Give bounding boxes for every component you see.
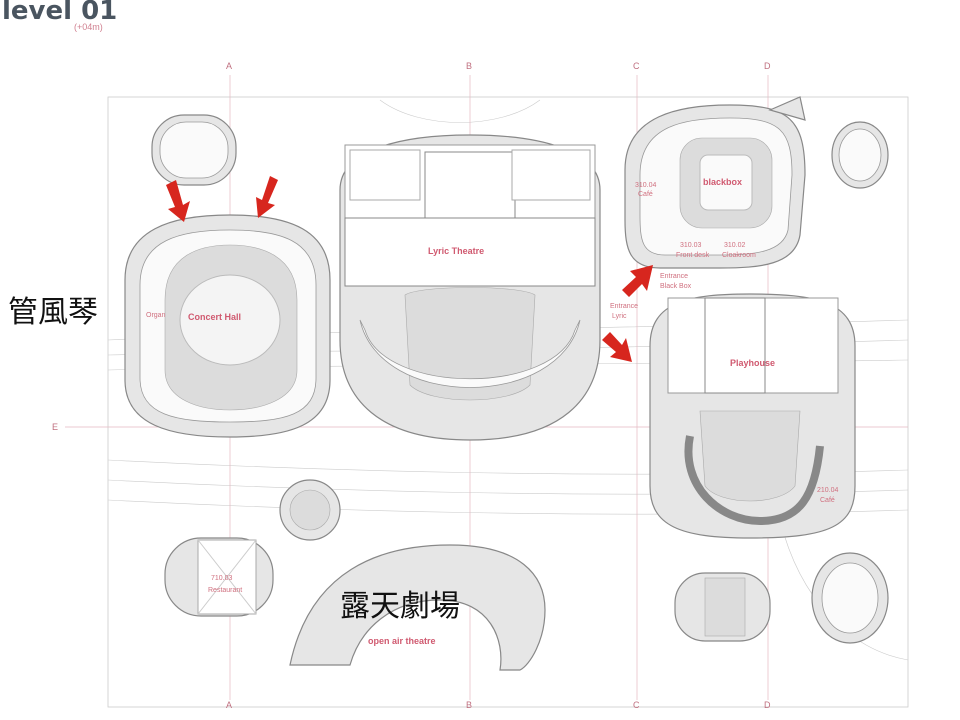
front-desk-number: 310.03 [680,242,702,249]
grid-label-d: D [764,61,771,71]
concert-hall-label: Concert Hall [188,312,241,322]
open-air-annotation: 露天劇場 [340,589,460,624]
cafe-210-label: Café [820,497,835,504]
entrance-lyric-label: Entrance [610,303,638,310]
playhouse: Playhouse 210.04 Café [649,293,856,539]
blackbox-label: blackbox [703,177,742,187]
grid-label-a-bottom: A [226,700,232,710]
grid-label-e: E [52,422,58,432]
organ-annotation: 管風琴 [8,295,98,330]
entrance-blackbox-label: Entrance [660,273,688,280]
restaurant-label: Restaurant [208,587,242,594]
open-air-theatre: open air theatre [289,544,546,671]
blackbox: blackbox 310.04 Café 310.03 Front desk 3… [624,96,806,269]
cloakroom-label: Cloakroom [722,252,756,259]
open-air-theatre-label: open air theatre [368,636,436,646]
level-elevation: (+04m) [74,22,103,32]
lyric-theatre-label: Lyric Theatre [428,246,484,256]
arrow-icon [256,176,278,218]
entrance-lyric-label-2: Lyric [612,313,627,320]
arrow-icon [166,180,190,222]
grid-label-b-bottom: B [466,700,472,710]
playhouse-label: Playhouse [730,358,775,368]
cloakroom-number: 310.02 [724,242,746,249]
grid-label-c-bottom: C [633,700,640,710]
entrance-blackbox-label-2: Black Box [660,283,692,290]
grid-label-b: B [466,61,472,71]
grid-label-c: C [633,61,640,71]
restaurant: 710.03 Restaurant [164,537,274,617]
concert-hall: Concert Hall Organ [124,214,331,438]
arrow-icon [602,332,632,362]
restaurant-number: 710.03 [211,575,233,582]
cafe-310-number: 310.04 [635,182,657,189]
cafe-210-number: 210.04 [817,487,839,494]
level-title: level 01 [2,0,118,26]
front-desk-label: Front desk [676,252,710,259]
entrance-arrows [166,176,653,362]
cafe-310-label: Café [638,191,653,198]
lyric-theatre: Lyric Theatre [339,134,601,441]
organ-label: Organ [146,312,166,319]
grid-label-a: A [226,61,232,71]
arrow-icon [622,265,653,297]
grid-label-d-bottom: D [764,700,771,710]
